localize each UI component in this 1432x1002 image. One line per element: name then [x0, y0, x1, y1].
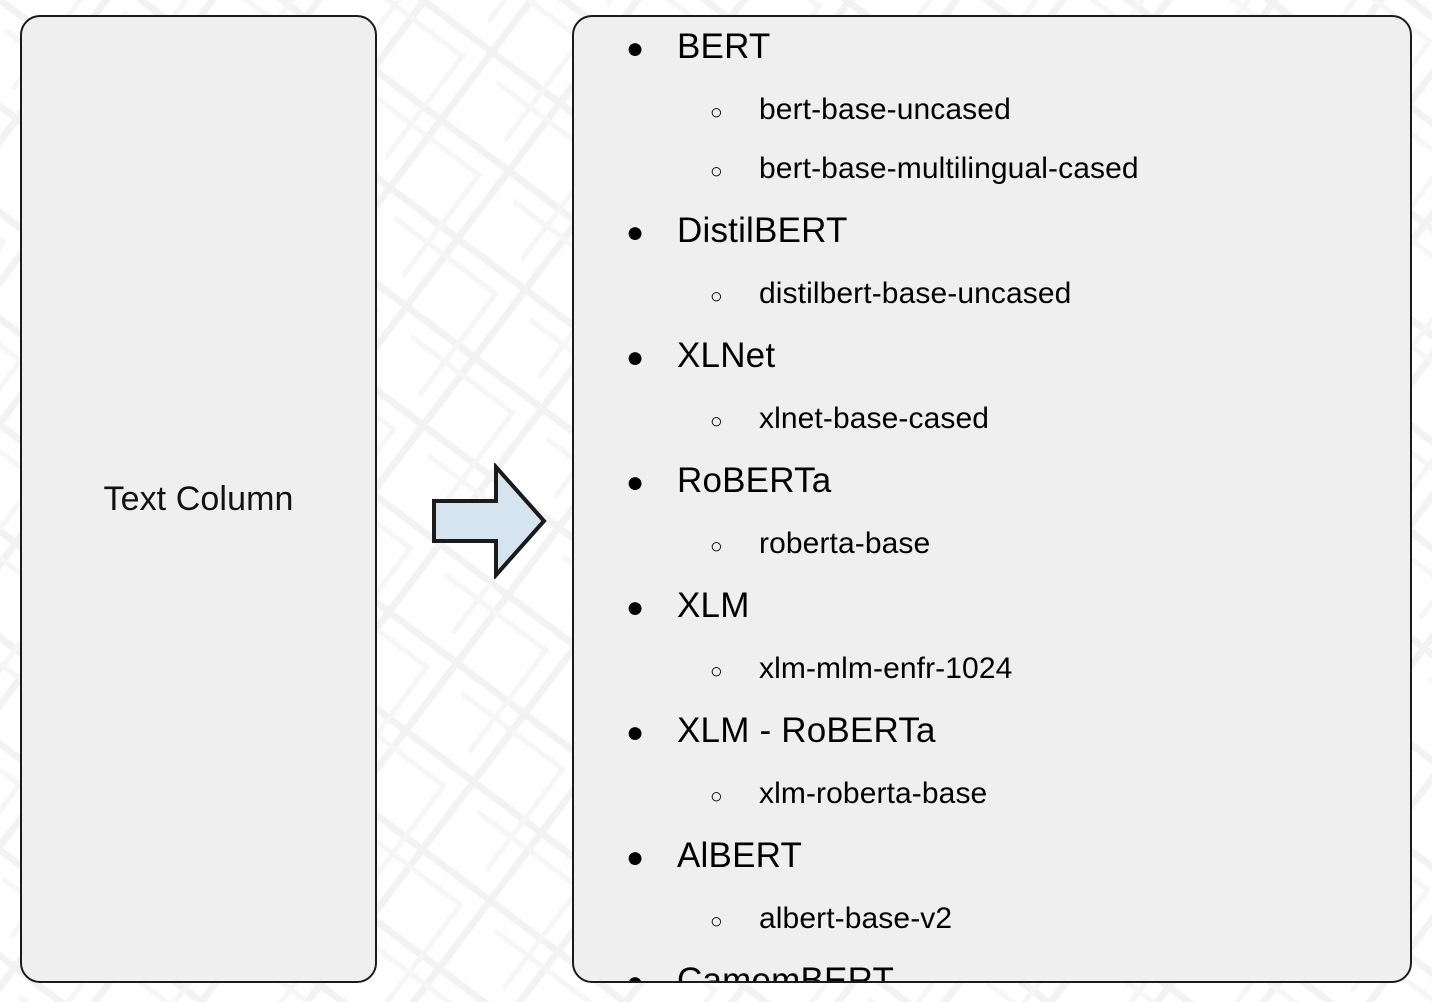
- model-group: ● CamemBERT ○ camembert-base: [574, 961, 1410, 983]
- model-family-label: BERT: [677, 27, 771, 66]
- level1-bullet-icon: ●: [626, 32, 645, 65]
- model-family-row[interactable]: ● AlBERT: [574, 838, 1410, 904]
- level2-bullet-icon: ○: [710, 285, 723, 308]
- model-checkpoint-row[interactable]: ○ xlnet-base-cased: [574, 404, 1410, 463]
- model-checkpoint-label: albert-base-v2: [759, 902, 953, 935]
- model-group: ● RoBERTa ○ roberta-base: [574, 463, 1410, 588]
- level1-bullet-icon: ●: [626, 716, 645, 749]
- level2-bullet-icon: ○: [710, 660, 723, 683]
- model-checkpoint-label: bert-base-uncased: [759, 93, 1011, 126]
- model-checkpoint-label: distilbert-base-uncased: [759, 277, 1072, 310]
- level1-bullet-icon: ●: [626, 841, 645, 874]
- model-checkpoint-label: bert-base-multilingual-cased: [759, 152, 1139, 185]
- model-checkpoint-row[interactable]: ○ xlm-roberta-base: [574, 779, 1410, 838]
- arrow-right-icon: [432, 463, 547, 579]
- model-checkpoint-row[interactable]: ○ bert-base-uncased: [574, 95, 1410, 154]
- level2-bullet-icon: ○: [710, 101, 723, 124]
- model-group: ● DistilBERT ○ distilbert-base-uncased: [574, 213, 1410, 338]
- model-checkpoint-row[interactable]: ○ bert-base-multilingual-cased: [574, 154, 1410, 213]
- model-checkpoint-label: xlm-mlm-enfr-1024: [759, 652, 1013, 685]
- model-family-row[interactable]: ● XLM - RoBERTa: [574, 713, 1410, 779]
- model-checkpoint-label: xlm-roberta-base: [759, 777, 988, 810]
- level2-bullet-icon: ○: [710, 160, 723, 183]
- model-family-label: AlBERT: [677, 836, 803, 875]
- model-checkpoint-row[interactable]: ○ xlm-mlm-enfr-1024: [574, 654, 1410, 713]
- pretrained-models-box: ● BERT ○ bert-base-uncased ○ bert-base-m…: [572, 15, 1412, 983]
- model-family-row[interactable]: ● CamemBERT: [574, 961, 1410, 983]
- model-checkpoint-row[interactable]: ○ roberta-base: [574, 529, 1410, 588]
- level1-bullet-icon: ●: [626, 466, 645, 499]
- level2-bullet-icon: ○: [710, 410, 723, 433]
- model-checkpoint-label: xlnet-base-cased: [759, 402, 990, 435]
- level1-bullet-icon: ●: [626, 216, 645, 249]
- model-checkpoint-row[interactable]: ○ distilbert-base-uncased: [574, 279, 1410, 338]
- model-family-row[interactable]: ● RoBERTa: [574, 463, 1410, 529]
- source-text-column-box: Text Column: [20, 15, 377, 983]
- model-family-row[interactable]: ● XLNet: [574, 338, 1410, 404]
- model-group: ● XLM - RoBERTa ○ xlm-roberta-base: [574, 713, 1410, 838]
- source-text-column-label: Text Column: [103, 479, 294, 518]
- level2-bullet-icon: ○: [710, 535, 723, 558]
- model-family-row[interactable]: ● XLM: [574, 588, 1410, 654]
- model-family-label: RoBERTa: [677, 461, 832, 500]
- level1-bullet-icon: ●: [626, 341, 645, 374]
- model-family-label: DistilBERT: [677, 211, 848, 250]
- model-checkpoint-label: roberta-base: [759, 527, 931, 560]
- model-family-label: CamemBERT: [677, 961, 895, 983]
- model-family-label: XLM - RoBERTa: [677, 711, 936, 750]
- model-family-label: XLM: [677, 586, 750, 625]
- model-group: ● BERT ○ bert-base-uncased ○ bert-base-m…: [574, 29, 1410, 213]
- level1-bullet-icon: ●: [626, 591, 645, 624]
- model-family-list: ● BERT ○ bert-base-uncased ○ bert-base-m…: [574, 17, 1410, 983]
- model-group: ● XLNet ○ xlnet-base-cased: [574, 338, 1410, 463]
- model-family-row[interactable]: ● BERT: [574, 29, 1410, 95]
- model-group: ● AlBERT ○ albert-base-v2: [574, 838, 1410, 963]
- level1-bullet-icon: ●: [626, 966, 645, 983]
- model-checkpoint-row[interactable]: ○ albert-base-v2: [574, 904, 1410, 963]
- model-group: ● XLM ○ xlm-mlm-enfr-1024: [574, 588, 1410, 713]
- model-family-row[interactable]: ● DistilBERT: [574, 213, 1410, 279]
- level2-bullet-icon: ○: [710, 910, 723, 933]
- level2-bullet-icon: ○: [710, 785, 723, 808]
- model-family-label: XLNet: [677, 336, 776, 375]
